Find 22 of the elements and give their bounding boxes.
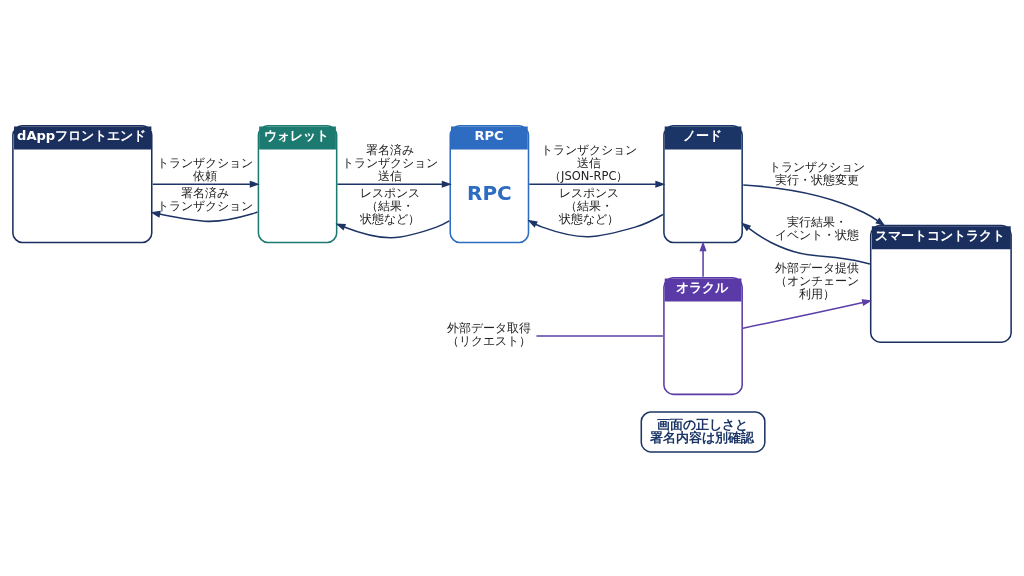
arrow	[150, 210, 259, 222]
edge-label: 署名済みトランザクション送信	[342, 142, 438, 183]
edge-label: 実行結果・イベント・状態	[775, 214, 860, 242]
node-box: 画面の正しさと署名内容は別確認	[640, 410, 766, 453]
arrow	[699, 240, 707, 277]
edge-label: トランザクション送信（JSON-RPC）	[540, 142, 637, 183]
arrow	[335, 219, 451, 238]
arrow	[742, 298, 873, 329]
connector	[535, 334, 664, 337]
arrow	[336, 180, 452, 188]
edge-label: トランザクション依頼	[157, 155, 254, 183]
node-text: 外部データ取得（リクエスト）	[447, 320, 532, 348]
edge-label: 署名済みトランザクション	[157, 185, 254, 213]
arrow	[528, 180, 666, 188]
edge-label: レスポンス（結果・状態など）	[360, 185, 420, 226]
edge-label: レスポンス（結果・状態など）	[558, 185, 619, 226]
arrow	[527, 213, 664, 237]
edge-label: 外部データ提供（オンチェーン利用）	[775, 260, 860, 301]
arrow	[152, 180, 260, 188]
arrow	[742, 183, 886, 226]
edge-label: トランザクション実行・状態変更	[769, 159, 866, 187]
arrow	[741, 221, 871, 265]
